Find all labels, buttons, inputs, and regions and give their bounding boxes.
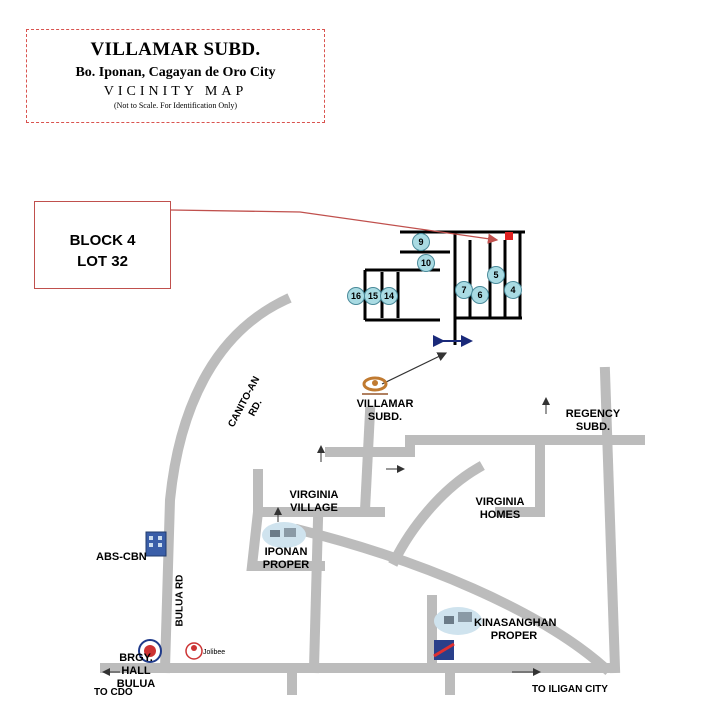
subdivision-block <box>363 230 525 345</box>
building-icon <box>145 531 167 557</box>
virginia-homes-label: VIRGINIA HOMES <box>475 496 525 521</box>
kinasanghan-village-icon <box>434 607 482 635</box>
canitoan-road <box>159 293 292 674</box>
iponan-proper-label: IPONAN PROPER <box>262 546 310 571</box>
iponan-vertical <box>308 514 324 674</box>
lot-14: 14 <box>380 287 398 305</box>
lot-16: 16 <box>347 287 365 305</box>
lot-6: 6 <box>471 286 489 304</box>
lot-4: 4 <box>504 281 522 299</box>
abs-cbn-label: ABS-CBN <box>96 551 147 563</box>
villamar-pointer <box>381 352 448 385</box>
regency-road <box>599 366 621 674</box>
block-label: BLOCK 4 <box>69 232 136 249</box>
callout-line <box>170 209 499 244</box>
jollibee-label: Jolibee <box>203 649 226 656</box>
regency-horizontal <box>325 435 645 457</box>
barangay-seal-icon <box>138 639 162 663</box>
regency-label: REGENCY SUBD. <box>565 408 621 433</box>
brgy-hall-label: BRGY. HALL BULUA <box>116 652 156 690</box>
lot-marker <box>505 232 513 240</box>
location-pin-icon <box>362 376 388 395</box>
jollibee-icon <box>185 642 203 660</box>
location-subtitle: Bo. Iponan, Cagayan de Oro City <box>75 65 276 80</box>
subdivision-title: VILLAMAR SUBD. <box>90 39 261 60</box>
iponan-block <box>246 506 325 571</box>
virginia-homes-diag <box>388 461 485 567</box>
virginia-village-label: VIRGINIA VILLAGE <box>289 489 339 514</box>
virginia-homes-road <box>495 443 545 517</box>
lot-label: LOT 32 <box>77 253 128 270</box>
kinasanghan-label: KINASANGHAN PROPER <box>474 617 557 642</box>
to-cdo-label: TO CDO <box>94 687 133 698</box>
iponan-village-icon <box>262 522 306 548</box>
map-title-box: VILLAMAR SUBD. Bo. Iponan, Cagayan de Or… <box>26 29 325 123</box>
roads <box>100 293 645 695</box>
villamar-access <box>359 406 376 516</box>
bulua-road-label: BULUA RD <box>174 574 186 627</box>
map-label: VICINITY MAP <box>103 84 248 99</box>
lot-9: 9 <box>412 233 430 251</box>
lot-5: 5 <box>487 266 505 284</box>
gas-station-icon <box>433 640 455 660</box>
block-lot-callout: BLOCK 4 LOT 32 <box>34 201 171 289</box>
lot-10: 10 <box>417 254 435 272</box>
diagonal-road <box>293 523 613 676</box>
to-iligan-label: TO ILIGAN CITY <box>532 684 608 695</box>
villamar-label: VILLAMAR SUBD. <box>356 398 414 423</box>
scale-note: (Not to Scale. For Identification Only) <box>113 101 238 110</box>
